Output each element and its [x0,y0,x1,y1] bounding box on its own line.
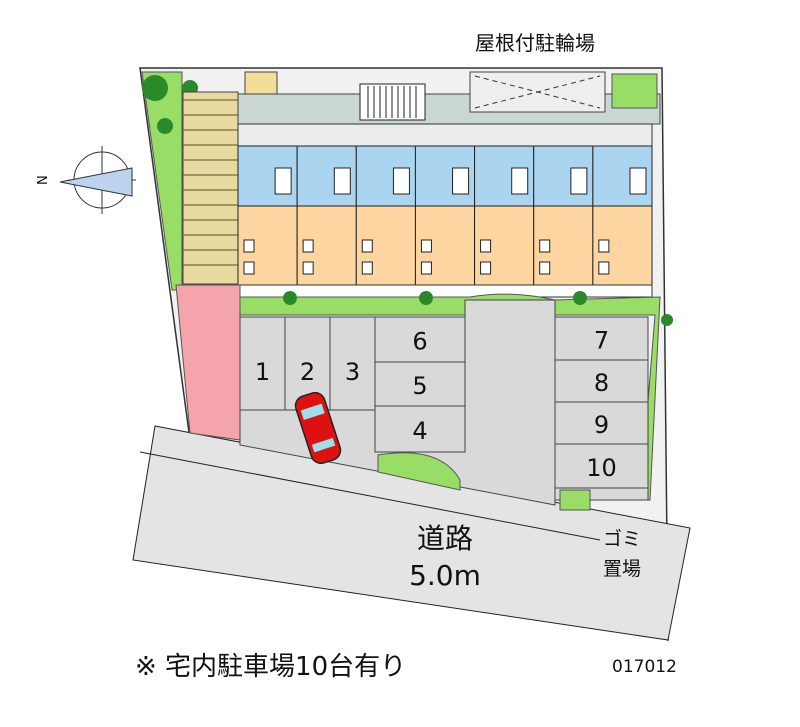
corridor [237,123,653,147]
bike-shed-label: 屋根付駐輪場 [475,31,595,55]
tree-icon [419,291,433,305]
road-label: 道路 [417,522,473,555]
green-patch [611,73,658,109]
garbage-label-1: ゴミ [603,528,641,550]
parking-slot-number: 2 [300,358,315,386]
planter [244,71,278,95]
parking-slot-number: 8 [594,369,609,397]
apartment-unit [296,145,357,286]
property-code: 017012 [612,657,677,677]
sidewalk-line [139,451,601,541]
tree-icon [142,75,168,101]
apartment-unit [533,145,594,286]
parking-slot-number: 6 [412,328,427,356]
parking-slots: 1 2 3 4 5 6 7 8 9 10 [239,316,649,489]
tree-icon [661,314,673,326]
parking-slot-10: 10 [554,443,649,489]
compass-icon: N [36,146,136,214]
car-icon [294,391,342,465]
green-patch [559,489,591,511]
balcony [237,284,653,298]
compass-north-label: N [36,175,51,185]
parking-slot-number: 7 [594,327,609,355]
tree-icon [573,291,587,305]
apartment-unit [237,145,298,286]
road-width-label: 5.0m [409,559,481,592]
parking-slot-number: 5 [412,372,427,400]
parking-slot-number: 4 [412,417,427,445]
apartment-unit [474,145,535,286]
parking-slot-6: 6 [374,316,466,363]
apartment-unit [592,145,653,286]
tree-icon [157,118,173,134]
parking-note: ※ 宅内駐車場10台有り [135,652,406,682]
garbage-label-2: 置場 [603,558,641,580]
parking-slot-number: 9 [594,411,609,439]
tree-icon [283,291,297,305]
parking-slot-number: 1 [255,358,270,386]
pink-area [175,284,241,441]
apartment-unit [414,145,476,286]
apartment-units [237,145,653,286]
parking-slot-number: 3 [345,358,360,386]
green-strip [141,71,183,291]
brick-walkway [182,91,239,285]
apartment-unit [355,145,416,286]
parking-slot-number: 10 [586,454,617,482]
green-patch [377,452,461,491]
